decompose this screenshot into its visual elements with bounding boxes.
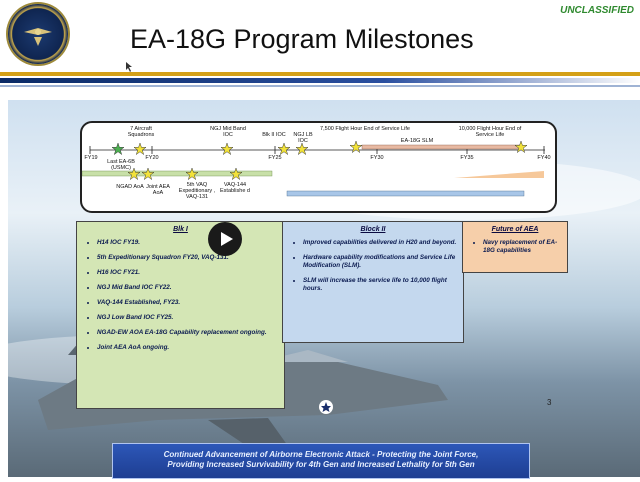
- fy-label: FY35: [460, 155, 474, 161]
- milestone-label: Joint AEA AoA: [146, 184, 170, 196]
- list-item: Improved capabilities delivered in H20 a…: [303, 239, 459, 247]
- list-item: H14 IOC FY19.: [97, 239, 280, 247]
- list-item: Hardware capability modifications and Se…: [303, 254, 459, 270]
- banner-line-1: Continued Advancement of Airborne Electr…: [163, 450, 479, 459]
- list-item: SLM will increase the service life to 10…: [303, 277, 459, 293]
- page-title: EA-18G Program Milestones: [130, 24, 474, 54]
- bottom-banner: Continued Advancement of Airborne Electr…: [112, 443, 530, 479]
- fy-label: FY19: [84, 155, 98, 161]
- block-2-list: Improved capabilities delivered in H20 a…: [293, 239, 459, 293]
- milestone-label: NGAD AoA: [116, 184, 144, 190]
- block-2-panel: Block II Improved capabilities delivered…: [282, 221, 464, 343]
- milestone-label: Last EA-6B (USMC): [107, 159, 135, 171]
- eagle-emblem-icon: [24, 28, 52, 46]
- classification-marking: UNCLASSIFIED: [560, 5, 634, 16]
- milestone-label: 7 Aircraft Squadrons: [127, 126, 155, 138]
- fy-label: FY25: [268, 155, 282, 161]
- block-1-list: H14 IOC FY19. 5th Expeditionary Squadron…: [87, 239, 280, 352]
- block-2-title: Block II: [360, 226, 386, 233]
- milestone-star-icon: [134, 143, 146, 155]
- fy-label: FY40: [537, 155, 551, 161]
- milestone-label: VAQ-144 Establishe d: [220, 182, 250, 194]
- banner-line-2: Providing Increased Survivability for 4t…: [167, 460, 475, 469]
- milestone-star-icon: [350, 141, 362, 153]
- milestone-star-icon: [230, 168, 242, 180]
- milestone-star-icon: [142, 168, 154, 180]
- page-number: 3: [547, 398, 552, 407]
- milestone-label: Blk II IOC: [262, 132, 286, 138]
- milestone-label: 7,500 Flight Hour End of Service Life: [320, 126, 410, 132]
- video-play-button[interactable]: [208, 222, 242, 256]
- milestone-star-icon: [112, 143, 124, 155]
- future-aea-panel: Future of AEA Navy replacement of EA-18G…: [462, 221, 568, 273]
- header-divider-blue: [0, 78, 640, 83]
- milestone-label: NGJ LB IOC: [293, 132, 313, 144]
- fy-label: FY30: [370, 155, 384, 161]
- future-aea-title: Future of AEA: [491, 226, 539, 233]
- milestone-timeline: FY19 FY20 FY25 FY30 FY35 FY40 7 Aircraft…: [80, 121, 557, 213]
- milestone-label: 5th VAQ Expeditionary , VAQ-131: [178, 182, 216, 200]
- list-item: NGJ Mid Band IOC FY22.: [97, 284, 280, 292]
- block-1-title: Blk I: [173, 226, 188, 233]
- milestone-star-icon: [221, 143, 233, 155]
- milestone-star-icon: [128, 168, 140, 180]
- milestone-star-icon: [186, 168, 198, 180]
- milestone-star-icon: [278, 143, 290, 155]
- milestone-label: EA-18G SLM: [400, 138, 434, 144]
- list-item: NGJ Low Band IOC FY25.: [97, 314, 280, 322]
- list-item: 5th Expeditionary Squadron FY20, VAQ-131…: [97, 254, 280, 262]
- list-item: H16 IOC FY21.: [97, 269, 280, 277]
- play-icon: [221, 232, 233, 246]
- milestone-label: 10,000 Flight Hour End of Service Life: [458, 126, 522, 138]
- list-item: VAQ-144 Established, FY23.: [97, 299, 280, 307]
- navy-seal-logo: [8, 4, 68, 64]
- fy-label: FY20: [145, 155, 159, 161]
- milestone-star-icon: [296, 143, 308, 155]
- list-item: Joint AEA AoA ongoing.: [97, 344, 280, 352]
- milestone-star-icon: [515, 141, 527, 153]
- mouse-cursor-icon: [126, 62, 132, 72]
- milestone-label: NGJ Mid Band IOC: [210, 126, 246, 138]
- list-item: Navy replacement of EA-18G capabilities: [483, 239, 563, 255]
- header-divider-gold: [0, 72, 640, 76]
- list-item: NGAD-EW AOA EA-18G Capability replacemen…: [97, 329, 280, 337]
- block-1-panel: Blk I H14 IOC FY19. 5th Expeditionary Sq…: [76, 221, 285, 409]
- header-divider-light: [0, 85, 640, 87]
- future-aea-list: Navy replacement of EA-18G capabilities: [473, 239, 563, 255]
